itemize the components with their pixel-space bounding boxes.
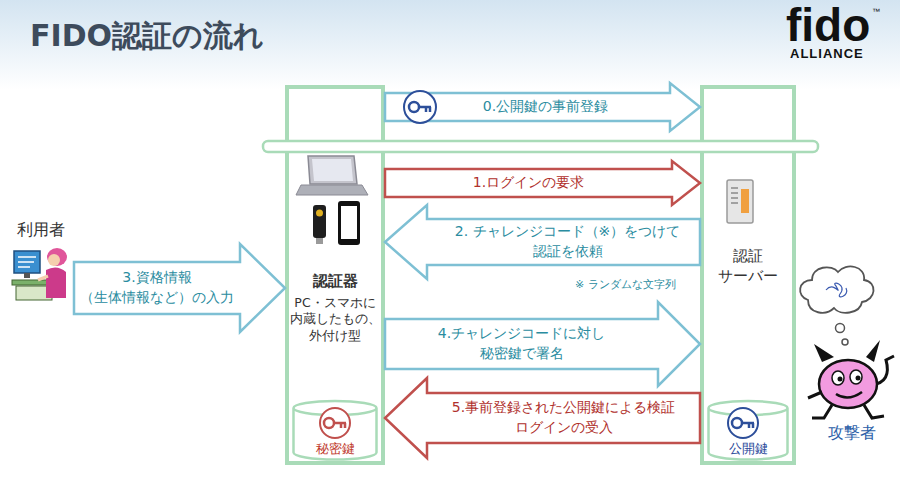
bubble-scribble xyxy=(826,283,847,297)
devil-mouth xyxy=(836,392,862,398)
devil-eye xyxy=(850,370,862,384)
security-key-icon xyxy=(313,205,326,244)
key-circle xyxy=(404,91,436,123)
server-panel xyxy=(741,189,749,213)
arrow-label: 3.資格情報 （生体情報など）の入力 xyxy=(73,268,241,307)
devil-horn xyxy=(814,344,834,362)
monitor-lines xyxy=(18,257,36,267)
block-arrow xyxy=(74,244,285,332)
user-hair xyxy=(47,248,67,266)
server-body xyxy=(727,180,753,223)
key-bow xyxy=(324,418,334,428)
phone-body xyxy=(338,201,360,245)
key-circle xyxy=(320,408,350,438)
thought-bubble xyxy=(800,266,873,345)
separator-band xyxy=(263,141,818,152)
key-circle xyxy=(728,408,758,438)
key-blade xyxy=(334,423,346,428)
devil-face xyxy=(819,360,877,408)
key-blade xyxy=(742,423,754,428)
key-blade xyxy=(419,107,431,112)
bubble-cloud xyxy=(800,266,873,312)
key-icon xyxy=(404,91,436,123)
arrow-label: 1.ログインの要求 xyxy=(473,173,584,193)
node-title: 認証 サーバー xyxy=(704,247,792,286)
user-arm xyxy=(38,276,48,280)
security-key-plug xyxy=(316,238,323,244)
devil-horn xyxy=(866,340,880,362)
diagram-title: FIDO認証の流れ xyxy=(30,16,264,57)
key-icon xyxy=(728,408,758,438)
devil-pupil xyxy=(856,376,861,381)
monitor-stand xyxy=(24,273,30,278)
block-arrow xyxy=(385,83,700,131)
block-arrow xyxy=(385,161,700,205)
attacker-figure xyxy=(808,340,894,418)
security-key-body xyxy=(313,205,326,238)
logo-wordmark: fido xyxy=(786,0,870,51)
arrow-label: 2. チャレンジコード（※）をつけて 認証を依頼 xyxy=(437,222,699,261)
arrow-label: 5.事前登録された公開鍵による検証 ログインの受入 xyxy=(439,398,689,437)
node-title: 公開鍵 xyxy=(707,441,789,458)
security-key-button xyxy=(316,210,323,217)
laptop-screen xyxy=(308,156,357,184)
smartphone-icon xyxy=(338,201,360,245)
header-band xyxy=(0,0,900,90)
phone-screen xyxy=(341,206,357,239)
trademark-sign: ™ xyxy=(872,8,880,17)
key-bow xyxy=(409,102,419,112)
devil-limbs xyxy=(808,392,884,418)
user-face xyxy=(48,254,60,266)
node-title: 利用者 xyxy=(8,220,74,241)
user-body xyxy=(46,267,66,298)
user-icon xyxy=(12,248,67,300)
actor-label: 攻撃者 xyxy=(828,424,876,442)
key-bow xyxy=(732,418,742,428)
server-slots xyxy=(731,188,738,203)
key-icon xyxy=(320,408,350,438)
devil-pupil xyxy=(838,377,843,382)
server-icon xyxy=(727,180,753,223)
laptop-base xyxy=(296,185,368,195)
monitor xyxy=(14,251,40,273)
logo-subtitle: ALLIANCE xyxy=(790,47,864,61)
laptop-display xyxy=(312,159,353,181)
devil-eye xyxy=(832,371,844,385)
node-description: PC・スマホに 内蔵したもの、 外付け型 xyxy=(289,295,381,344)
block-arrow xyxy=(385,378,700,458)
block-arrow xyxy=(385,205,700,279)
node-title: 認証器 xyxy=(289,272,381,292)
block-arrow xyxy=(385,302,700,386)
bubble-dot xyxy=(842,339,848,345)
footnote: ※ ランダムな文字列 xyxy=(575,279,676,291)
node-title: 秘密鍵 xyxy=(292,441,378,458)
arrow-label: 4.チャレンジコードに対し 秘密鍵で署名 xyxy=(422,324,622,363)
arrow-label: 0.公開鍵の事前登録 xyxy=(483,97,608,117)
laptop-icon xyxy=(296,156,368,195)
bubble-dot xyxy=(836,324,845,333)
